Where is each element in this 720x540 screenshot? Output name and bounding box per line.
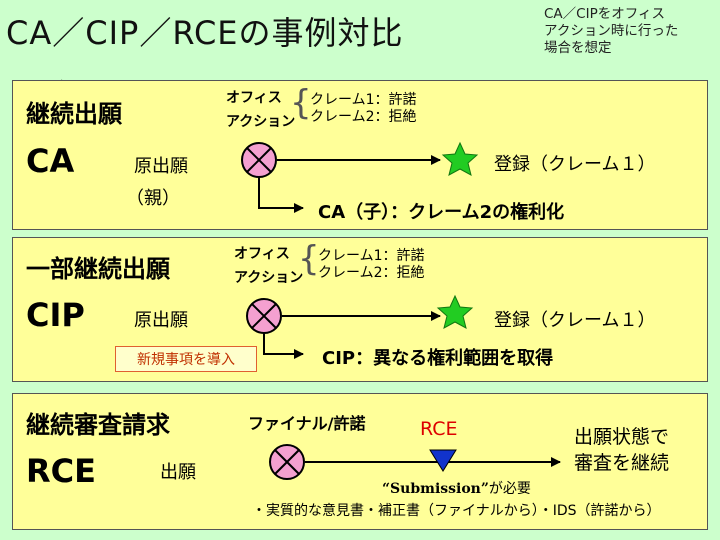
cip-origin-label: 原出願 — [134, 310, 188, 331]
rce-triangle-down-icon — [429, 449, 457, 472]
rce-flow — [269, 444, 561, 480]
ca-brace-icon: { — [290, 83, 312, 123]
rce-result: 出願状態で 審査を継続 — [574, 426, 670, 474]
ca-origin-sub-label: （親） — [126, 188, 180, 209]
cip-brace-icon: { — [298, 239, 320, 279]
cip-branch-arrow — [263, 332, 304, 359]
rce-x-circle-icon — [269, 444, 305, 480]
cip-grant-result: 登録（クレーム１） — [494, 310, 656, 331]
rce-acronym: RCE — [26, 452, 96, 490]
ca-acronym: CA — [26, 142, 75, 180]
rce-submission-note: “Submission”が必要 — [382, 478, 531, 498]
cip-flow — [246, 294, 474, 359]
ca-origin-label: 原出願 — [134, 156, 188, 177]
assumption-note: CA／CIPをオフィス アクション時に行った 場合を想定 — [544, 6, 679, 56]
cip-acronym: CIP — [26, 296, 85, 334]
cip-x-circle-icon — [246, 298, 282, 334]
ca-branch-arrow — [258, 176, 304, 213]
rce-final-label: ファイナル/許諾 — [248, 414, 366, 433]
cip-office-action-label: オフィス アクション — [234, 246, 304, 286]
cip-child-result: CIP：異なる権利範囲を取得 — [322, 348, 554, 369]
ca-star-icon — [441, 141, 479, 176]
cip-new-matter-box: 新規事項を導入 — [115, 346, 257, 372]
page-title: CA／CIP／RCEの事例対比 — [6, 14, 404, 52]
ca-flow — [241, 141, 479, 213]
rce-heading: 継続審査請求 — [26, 411, 170, 439]
cip-star-icon — [436, 294, 474, 329]
rce-tag-label: RCE — [420, 418, 458, 440]
panel-ca — [12, 80, 708, 230]
ca-heading: 継続出願 — [26, 100, 122, 128]
cip-claims-label: クレーム1：許諾 クレーム2：拒絶 — [318, 248, 425, 281]
ca-child-result: CA（子）：クレーム2の権利化 — [318, 202, 565, 223]
cip-heading: 一部継続出願 — [26, 255, 170, 283]
ca-x-circle-icon — [241, 142, 277, 178]
ca-claims-label: クレーム1：許諾 クレーム2：拒絶 — [310, 92, 417, 125]
rce-origin-label: 出願 — [160, 462, 196, 483]
rce-submission-word: “Submission” — [382, 481, 489, 497]
rce-requirements: ・実質的な意見書・補正書（ファイナルから）・IDS（許諾から） — [252, 503, 661, 519]
rce-submission-rest: が必要 — [488, 481, 531, 497]
ca-office-action-label: オフィス アクション — [226, 90, 296, 130]
ca-grant-result: 登録（クレーム１） — [494, 154, 656, 175]
